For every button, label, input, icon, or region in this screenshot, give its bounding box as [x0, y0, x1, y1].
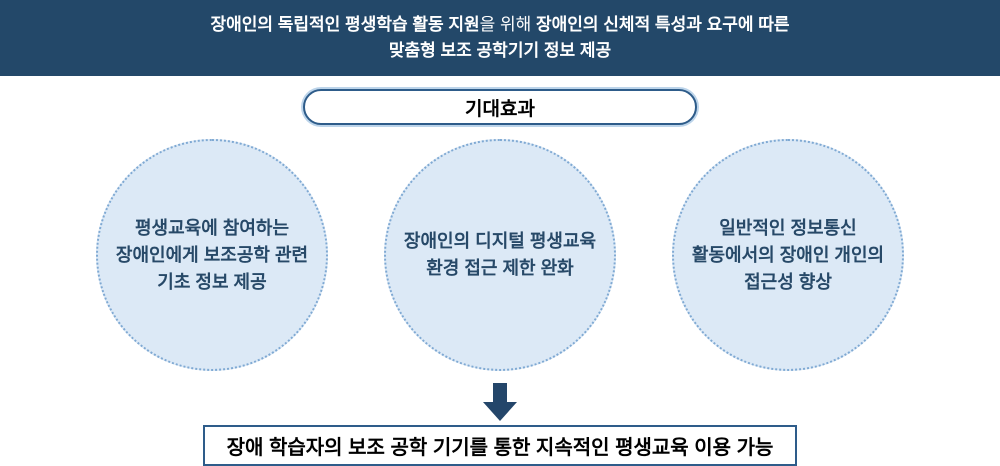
effect-circle-1: 평생교육에 참여하는 장애인에게 보조공학 관련 기초 정보 제공 [96, 139, 328, 371]
conclusion-box: 장애 학습자의 보조 공학 기기를 통한 지속적인 평생교육 이용 가능 [203, 425, 797, 466]
effect-circle-3-text: 일반적인 정보통신 활동에서의 장애인 개인의 접근성 향상 [691, 217, 885, 292]
header-banner: 장애인의 독립적인 평생학습 활동 지원을 위해 장애인의 신체적 특성과 요구… [0, 0, 1000, 76]
down-arrow-container [0, 383, 1000, 421]
header-line1-bold-b: 장애인의 신체적 특성과 요구에 따른 [536, 15, 790, 34]
conclusion-text: 장애 학습자의 보조 공학 기기를 통한 지속적인 평생교육 이용 가능 [226, 437, 774, 459]
effect-circle-2: 장애인의 디지털 평생교육 환경 접근 제한 완화 [384, 139, 616, 371]
header-line-2: 맞춤형 보조 공학기기 정보 제공 [388, 41, 612, 60]
header-line1-regular: 을 위해 [479, 15, 536, 34]
expected-effects-badge-label: 기대효과 [465, 98, 535, 120]
effects-circles-row: 평생교육에 참여하는 장애인에게 보조공학 관련 기초 정보 제공 장애인의 디… [0, 139, 1000, 371]
header-line1-bold-a: 장애인의 독립적인 평생학습 활동 지원 [210, 15, 480, 34]
header-line-1: 장애인의 독립적인 평생학습 활동 지원을 위해 장애인의 신체적 특성과 요구… [210, 12, 789, 38]
expected-effects-badge: 기대효과 [303, 89, 697, 125]
effect-circle-2-text: 장애인의 디지털 평생교육 환경 접근 제한 완화 [403, 231, 597, 278]
down-arrow-icon [483, 383, 517, 421]
effect-circle-1-text: 평생교육에 참여하는 장애인에게 보조공학 관련 기초 정보 제공 [115, 217, 309, 292]
effect-circle-3: 일반적인 정보통신 활동에서의 장애인 개인의 접근성 향상 [672, 139, 904, 371]
